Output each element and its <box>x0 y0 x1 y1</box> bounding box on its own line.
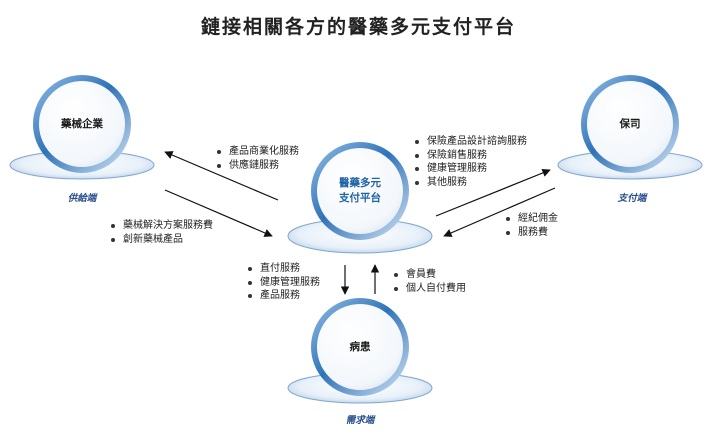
flow-item: 其他服務 <box>414 176 527 190</box>
node-patient <box>287 298 433 404</box>
flow-item: 產品服務 <box>247 289 320 303</box>
flow-item: 保險產品設計諮詢服務 <box>414 135 527 149</box>
arrow-insurer-to-center <box>443 187 556 237</box>
platform-label-line2: 支付平台 <box>339 192 381 204</box>
flow-item: 會員費 <box>393 268 466 282</box>
flow-item: 藥械解決方案服務費 <box>110 219 213 233</box>
flow-item: 產品商業化服務 <box>216 145 299 159</box>
arrow-center-to-insurer <box>435 168 551 217</box>
patient-side-label: 需求端 <box>345 415 375 426</box>
flow-list-insurer-to-center: 經紀佣金服務費 <box>505 212 558 239</box>
flow-item: 經紀佣金 <box>505 212 558 226</box>
platform-label-line1: 醫藥多元 <box>339 177 381 189</box>
flow-item: 健康管理服務 <box>247 276 320 290</box>
flow-item: 個人自付費用 <box>393 282 466 296</box>
patient-label: 病患 <box>349 341 371 353</box>
insurer-label: 保司 <box>619 118 641 130</box>
flow-item: 服務費 <box>505 226 558 240</box>
node-insurer <box>557 75 703 180</box>
flow-list-center-to-supplier: 產品商業化服務供應鏈服務 <box>216 145 299 172</box>
insurer-side-label: 支付端 <box>617 193 647 204</box>
flow-item: 供應鏈服務 <box>216 159 299 173</box>
platform-sphere <box>311 142 409 240</box>
diagram-title: 鏈接相關各方的醫藥多元支付平台 <box>200 16 516 38</box>
supplier-side-label: 供給端 <box>67 193 97 204</box>
insurer-sphere <box>581 75 679 173</box>
node-supplier <box>9 75 155 180</box>
flow-item: 創新藥械產品 <box>110 233 213 247</box>
supplier-sphere <box>33 75 131 173</box>
node-platform <box>287 142 433 254</box>
flow-item: 健康管理服務 <box>414 162 527 176</box>
flow-list-patient-to-center: 會員費個人自付費用 <box>393 268 466 295</box>
arrow-supplier-to-center <box>164 189 273 237</box>
supplier-label: 藥械企業 <box>61 118 103 130</box>
arrow-center-to-supplier <box>164 151 279 201</box>
flow-item: 直付服務 <box>247 262 320 276</box>
platform-label: 醫藥多元 支付平台 <box>320 176 400 206</box>
flow-item: 保險銷售服務 <box>414 149 527 163</box>
patient-sphere <box>311 298 409 396</box>
flow-list-supplier-to-center: 藥械解決方案服務費創新藥械產品 <box>110 219 213 246</box>
flow-list-center-to-insurer: 保險產品設計諮詢服務保險銷售服務健康管理服務其他服務 <box>414 135 527 189</box>
flow-list-center-to-patient: 直付服務健康管理服務產品服務 <box>247 262 320 303</box>
